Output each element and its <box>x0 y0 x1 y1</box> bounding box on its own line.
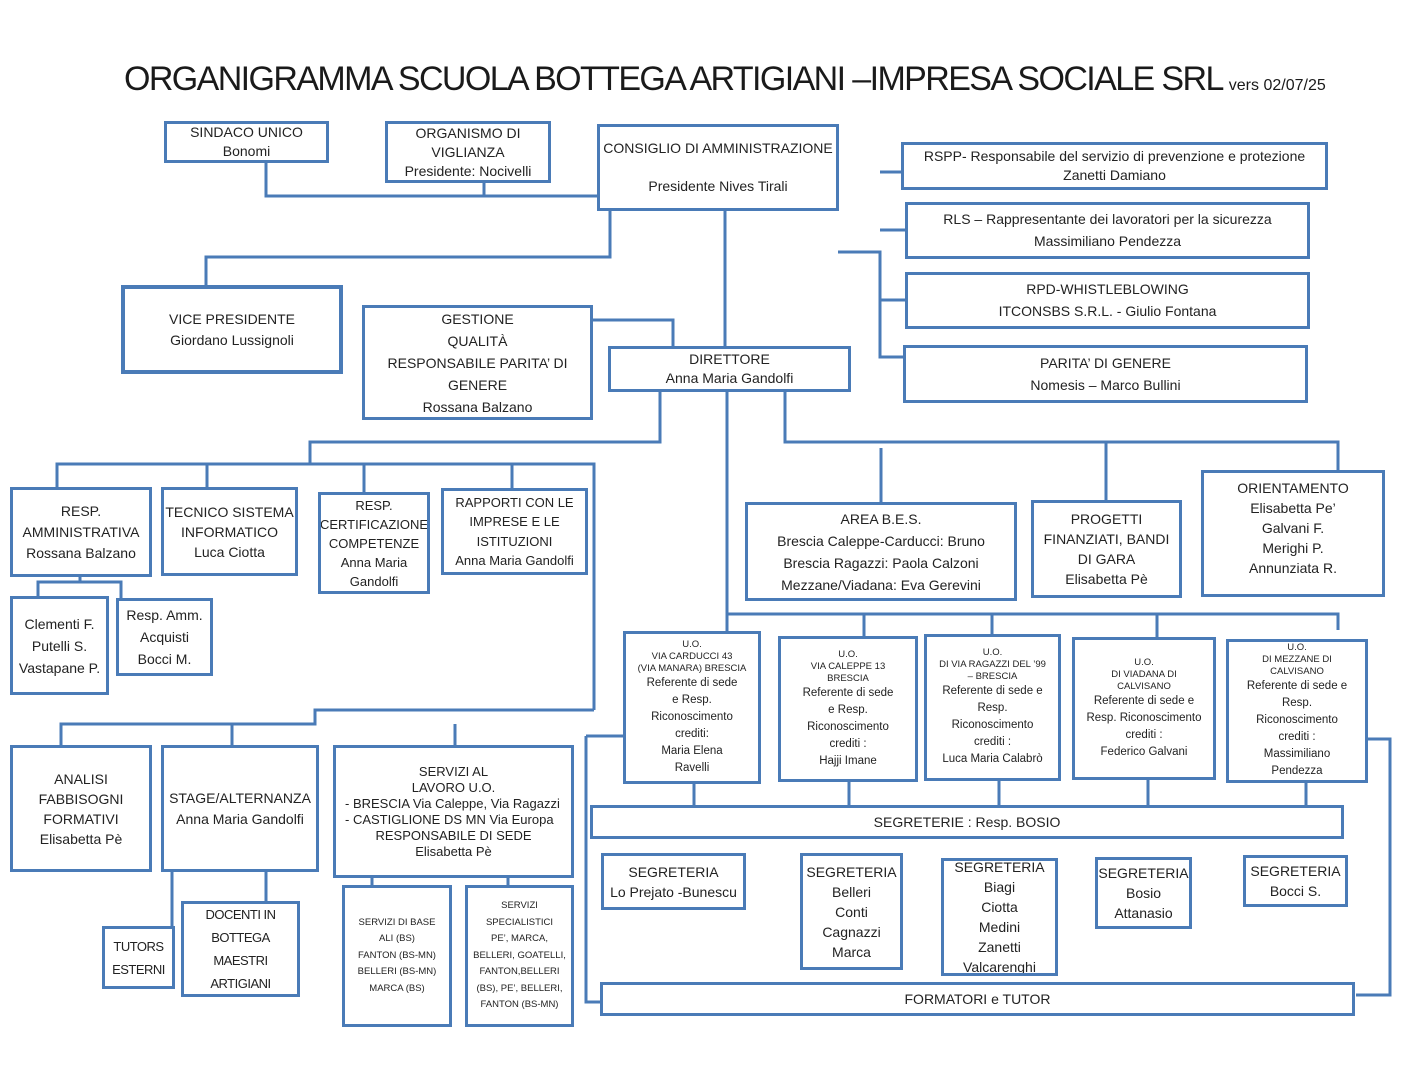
box-consiglio-amministrazione: CONSIGLIO DI AMMINISTRAZIONE Presidente … <box>597 124 839 211</box>
title-text: ORGANIGRAMMA SCUOLA BOTTEGA ARTIGIANI –I… <box>124 60 1224 98</box>
page-title: ORGANIGRAMMA SCUOLA BOTTEGA ARTIGIANI –I… <box>124 60 1326 99</box>
version-label: vers 02/07/25 <box>1228 77 1326 94</box>
box-formatori-tutor: FORMATORI e TUTOR <box>600 982 1355 1016</box>
box-area-bes: AREA B.E.S.Brescia Caleppe-Carducci: Bru… <box>745 502 1017 601</box>
box-segreterie: SEGRETERIE : Resp. BOSIO <box>590 805 1344 839</box>
box-rls: RLS – Rappresentante dei lavoratori per … <box>905 202 1310 259</box>
box-rspp: RSPP- Responsabile del servizio di preve… <box>901 142 1328 190</box>
box-clementi-putelli-vastapane: Clementi F.Putelli S.Vastapane P. <box>10 596 109 695</box>
